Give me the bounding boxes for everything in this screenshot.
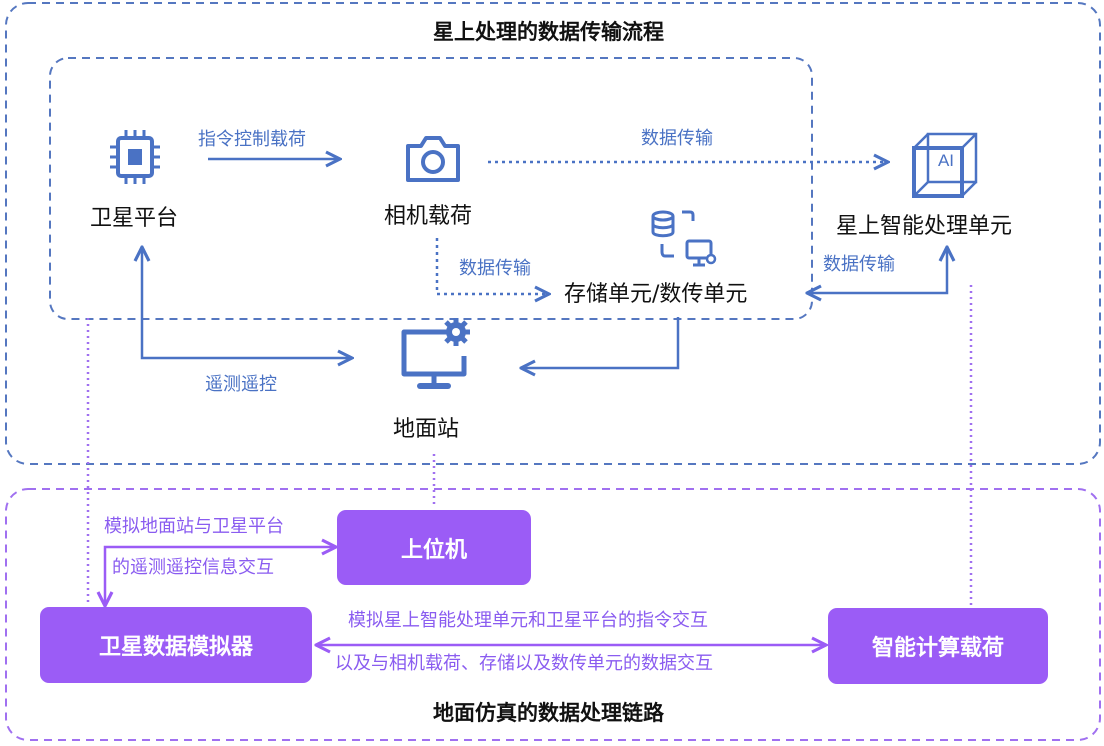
top-section-frame <box>5 2 1101 465</box>
edge-label-camera-to-storage: 数据传输 <box>459 258 531 279</box>
edge-camera-to-storage <box>435 238 549 294</box>
bottom-section-title: 地面仿真的数据处理链路 <box>433 701 664 725</box>
monitor-gear-icon <box>401 318 470 389</box>
top-section-title: 星上处理的数据传输流程 <box>433 20 664 44</box>
edge-label-sim-ai-line1: 模拟星上智能处理单元和卫星平台的指令交互 <box>348 610 708 631</box>
node-satellite-platform: 卫星平台 <box>90 206 179 231</box>
node-camera-payload: 相机载荷 <box>384 204 473 229</box>
node-storage-transmission-unit: 存储单元/数传单元 <box>564 282 748 307</box>
edge-telemetry <box>142 247 352 358</box>
inner-section-frame <box>49 57 813 320</box>
edge-label-ai-storage: 数据传输 <box>823 254 895 275</box>
edge-simulator-host <box>105 547 336 606</box>
ai-cube-icon: AI <box>912 132 978 198</box>
edge-label-telemetry: 遥测遥控 <box>205 374 277 395</box>
node-onboard-ai-unit: 星上智能处理单元 <box>836 214 1013 239</box>
edge-label-sim-ai-line2: 以及与相机载荷、存储以及数传单元的数据交互 <box>335 653 713 674</box>
bottom-section-frame <box>5 488 1101 741</box>
edge-storage-to-ground <box>521 317 680 368</box>
camera-icon <box>406 136 460 182</box>
satellite-data-simulator-box: 卫星数据模拟器 <box>40 607 312 683</box>
edge-ai-storage <box>807 247 947 293</box>
monitor-icon <box>685 239 717 267</box>
edge-label-command-control: 指令控制载荷 <box>198 129 306 150</box>
database-icon <box>651 210 695 258</box>
edge-label-sim-ground-line1: 模拟地面站与卫星平台 <box>104 516 284 537</box>
chip-icon <box>110 130 160 184</box>
edge-label-sim-ground-line2: 的遥测遥控信息交互 <box>112 557 274 578</box>
edge-label-camera-to-ai: 数据传输 <box>641 128 713 149</box>
node-ground-station: 地面站 <box>393 417 460 442</box>
host-computer-box: 上位机 <box>337 510 531 585</box>
ai-cube-label: AI <box>938 151 954 170</box>
intelligent-computing-payload-box: 智能计算载荷 <box>828 608 1048 684</box>
